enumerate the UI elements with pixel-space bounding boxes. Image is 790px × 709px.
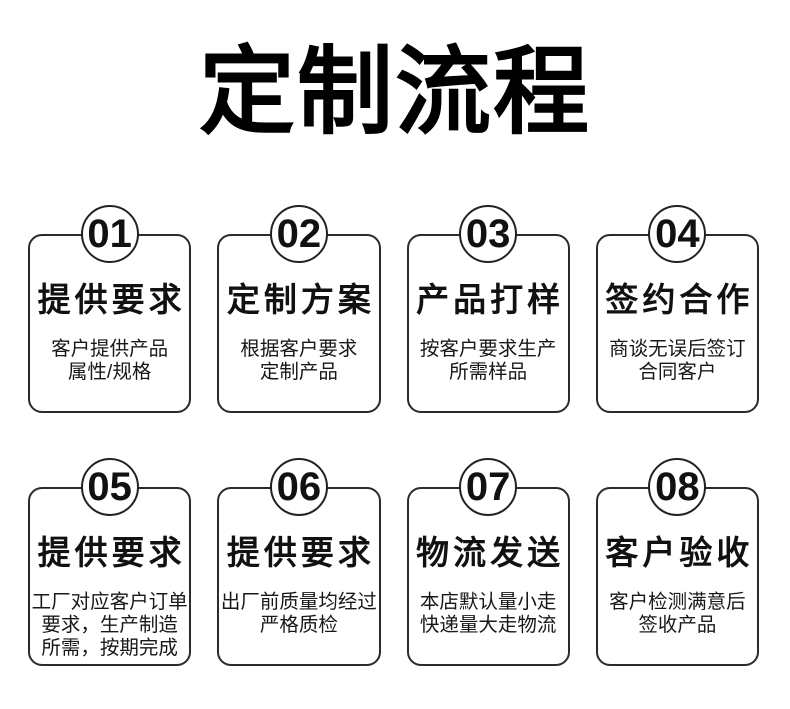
step-description: 客户检测满意后 签收产品 (609, 591, 746, 636)
step-description: 出厂前质量均经过 严格质检 (220, 591, 377, 636)
step-number: 06 (276, 465, 322, 509)
step-number: 02 (276, 212, 322, 256)
step-number-badge: 08 (648, 458, 707, 516)
step-number-badge: 02 (269, 205, 328, 263)
step-number-badge: 03 (459, 205, 518, 263)
step-card-06: 06 提供要求 出厂前质量均经过 严格质检 (217, 458, 381, 666)
step-number-badge: 06 (269, 458, 328, 516)
step-number: 07 (465, 465, 511, 509)
step-card-04: 04 签约合作 商谈无误后签订 合同客户 (595, 205, 759, 413)
step-description: 本店默认量小走 快递量大走物流 (419, 591, 557, 636)
step-card-01: 01 提供要求 客户提供产品 属性/规格 (28, 205, 192, 413)
step-number: 08 (655, 465, 700, 509)
step-number: 03 (465, 212, 511, 256)
step-card-08: 08 客户验收 客户检测满意后 签收产品 (595, 458, 759, 666)
step-number-badge: 07 (459, 458, 518, 516)
step-description: 根据客户要求 定制产品 (240, 338, 358, 383)
step-title: 产品打样 (416, 281, 565, 318)
step-card-02: 02 定制方案 根据客户要求 定制产品 (217, 205, 381, 413)
step-title: 客户验收 (605, 534, 754, 571)
step-number-badge: 05 (80, 458, 139, 516)
step-number: 01 (87, 212, 132, 256)
step-card-07: 07 物流发送 本店默认量小走 快递量大走物流 (406, 458, 570, 666)
step-description: 商谈无误后签订 合同客户 (609, 338, 746, 383)
step-title: 提供要求 (226, 534, 375, 571)
step-card-05: 05 提供要求 工厂对应客户订单 要求，生产制造 所需，按期完成 (28, 458, 192, 666)
step-description: 按客户要求生产 所需样品 (419, 338, 557, 383)
step-description: 工厂对应客户订单 要求，生产制造 所需，按期完成 (31, 591, 188, 659)
step-title: 签约合作 (605, 281, 754, 318)
step-number: 05 (87, 465, 132, 509)
step-description: 客户提供产品 属性/规格 (51, 338, 169, 383)
step-title: 物流发送 (416, 534, 565, 571)
step-title: 提供要求 (37, 281, 186, 318)
step-title: 提供要求 (37, 534, 186, 571)
page-title: 定制流程 (199, 39, 591, 146)
infographic-page: 定制流程 01 提供要求 客户提供产品 属性/规格 02 定制方案 根据客户要求… (0, 38, 790, 709)
step-title: 定制方案 (226, 281, 375, 318)
step-number-badge: 01 (80, 205, 139, 263)
step-number-badge: 04 (648, 205, 707, 263)
steps-grid: 01 提供要求 客户提供产品 属性/规格 02 定制方案 根据客户要求 定制产品… (28, 205, 759, 666)
step-number: 04 (655, 212, 700, 256)
step-card-03: 03 产品打样 按客户要求生产 所需样品 (406, 205, 570, 413)
